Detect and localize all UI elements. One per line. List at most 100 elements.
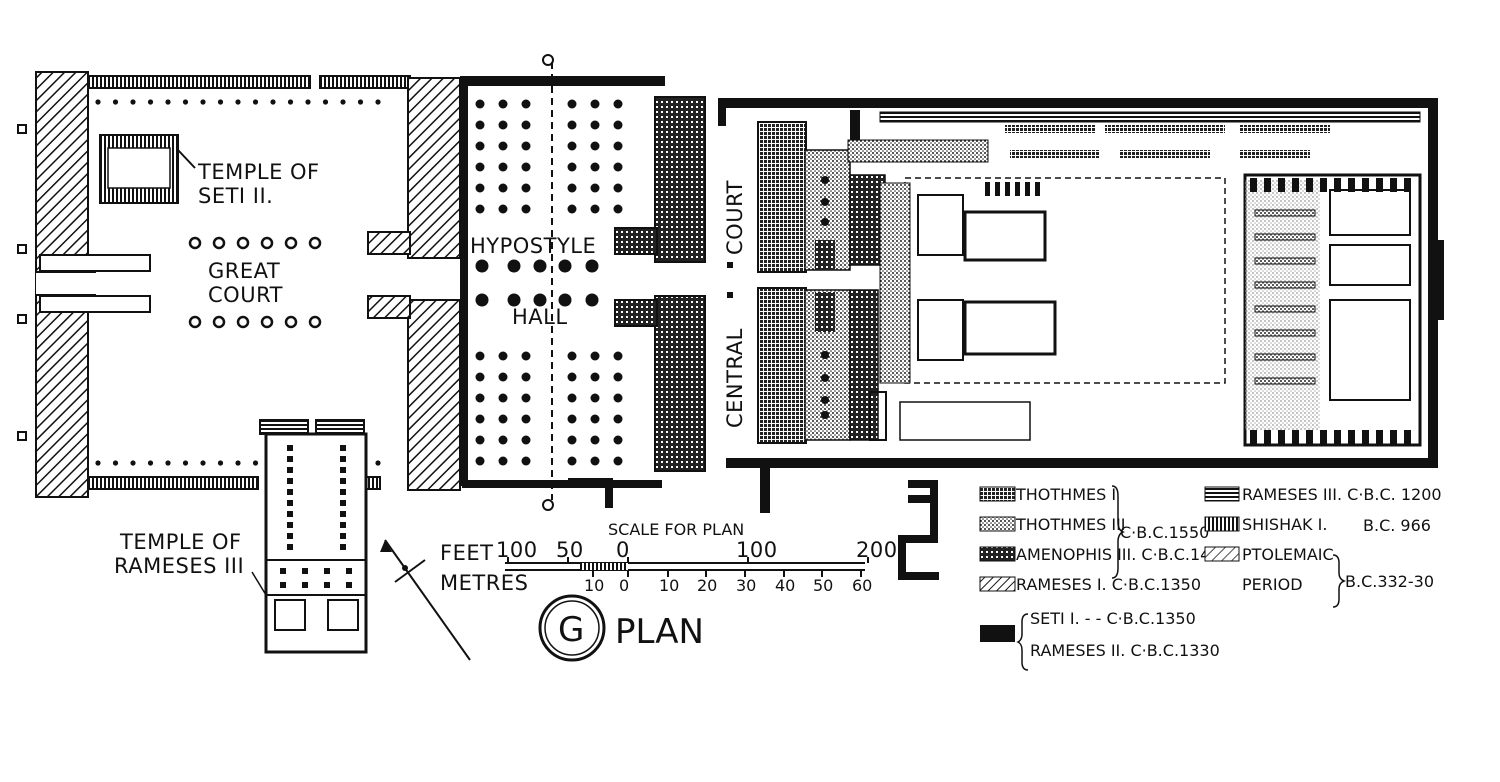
avenue-column bbox=[284, 236, 298, 250]
legend-entry: AMENOPHIS III. C·B.C.1450 bbox=[1016, 545, 1231, 564]
east-wall-segment bbox=[1254, 377, 1316, 385]
east-pillar bbox=[1362, 178, 1369, 192]
east-pillar bbox=[1376, 430, 1383, 444]
rameses-iii-columns bbox=[280, 445, 352, 588]
hypostyle-column bbox=[475, 393, 485, 403]
hypostyle-column bbox=[567, 351, 577, 361]
colonnade-column bbox=[252, 99, 259, 105]
hypostyle-column bbox=[521, 120, 531, 130]
avenue-column bbox=[236, 236, 250, 250]
r3-column bbox=[287, 533, 293, 539]
east-pillar bbox=[1005, 182, 1010, 196]
east-pillar bbox=[1404, 430, 1411, 444]
hypostyle-column bbox=[521, 183, 531, 193]
east-pillar bbox=[1035, 182, 1040, 196]
hypostyle-columns bbox=[475, 99, 623, 466]
avenue-column bbox=[188, 315, 202, 329]
hypostyle-column bbox=[613, 372, 623, 382]
r3-column bbox=[287, 489, 293, 495]
east-pillar bbox=[1278, 178, 1285, 192]
scale-feet-tick-label: 0 bbox=[616, 538, 630, 562]
hypostyle-column bbox=[590, 204, 600, 214]
hypostyle-column bbox=[613, 435, 623, 445]
hypostyle-column bbox=[521, 435, 531, 445]
hypostyle-column bbox=[613, 351, 623, 361]
temple-seti-label-2: SETI II. bbox=[198, 184, 273, 208]
scale-metres-label: METRES bbox=[440, 571, 528, 595]
legend-entry: THOTHMES I bbox=[1015, 485, 1116, 504]
r3-column bbox=[324, 582, 330, 588]
great-court-label-1: GREAT bbox=[208, 259, 280, 283]
hypostyle-column bbox=[498, 204, 508, 214]
plan-badge: G PLAN bbox=[538, 594, 704, 662]
r3-column bbox=[287, 511, 293, 517]
hypostyle-column bbox=[613, 414, 623, 424]
legend-swatch bbox=[1204, 486, 1240, 502]
colonnade-column bbox=[235, 99, 241, 105]
hypostyle-column bbox=[475, 162, 485, 172]
hypostyle-column bbox=[613, 141, 623, 151]
colonnade-column bbox=[340, 99, 346, 105]
legend-entry: SHISHAK I. bbox=[1242, 515, 1327, 534]
east-pillar bbox=[1320, 178, 1327, 192]
great-column bbox=[533, 293, 547, 307]
legend-shishak-date: B.C. 966 bbox=[1363, 516, 1431, 535]
east-pillar bbox=[1404, 178, 1411, 192]
colonnade-column bbox=[95, 460, 101, 466]
r3-column bbox=[287, 500, 293, 506]
hypostyle-column bbox=[521, 99, 531, 109]
temple-rameses-label-1: TEMPLE OF bbox=[119, 530, 242, 554]
central-label: CENTRAL bbox=[723, 328, 747, 428]
colonnade-column bbox=[165, 99, 171, 105]
hypostyle-column bbox=[521, 141, 531, 151]
hypostyle-column bbox=[590, 162, 600, 172]
east-wall-segment bbox=[1254, 233, 1316, 241]
scale-feet-label: FEET bbox=[440, 541, 493, 565]
great-court-avenue-columns bbox=[188, 236, 322, 329]
hypostyle-column bbox=[590, 120, 600, 130]
avenue-column bbox=[212, 315, 226, 329]
hypostyle-column bbox=[590, 99, 600, 109]
hypostyle-column bbox=[475, 414, 485, 424]
hypostyle-column bbox=[521, 393, 531, 403]
scale-metre-tick-label: 60 bbox=[852, 576, 872, 595]
east-pillar bbox=[1292, 178, 1299, 192]
hypostyle-column bbox=[590, 414, 600, 424]
east-wall-segment bbox=[1254, 209, 1316, 217]
r3-column bbox=[340, 478, 346, 484]
hypostyle-column bbox=[567, 456, 577, 466]
east-pillar bbox=[1334, 430, 1341, 444]
hypostyle-column bbox=[498, 120, 508, 130]
hypostyle-column bbox=[567, 141, 577, 151]
r3-column bbox=[302, 568, 308, 574]
colonnade-column bbox=[112, 99, 119, 105]
colonnade-column bbox=[252, 460, 259, 466]
hypostyle-column bbox=[590, 456, 600, 466]
east-wall-segment bbox=[1254, 281, 1316, 289]
hypostyle-column bbox=[498, 414, 508, 424]
colonnade-column bbox=[217, 99, 224, 105]
colonnade-column bbox=[235, 460, 241, 466]
r3-column bbox=[280, 582, 286, 588]
colonnade-column bbox=[375, 99, 381, 105]
r3-column bbox=[287, 478, 293, 484]
east-pillar bbox=[1320, 430, 1327, 444]
east-column bbox=[821, 351, 829, 359]
east-pillar bbox=[1264, 178, 1271, 192]
east-temple bbox=[718, 98, 1444, 513]
scale-metre-tick-label: 40 bbox=[775, 576, 795, 595]
hypostyle-column bbox=[567, 414, 577, 424]
r3-column bbox=[287, 456, 293, 462]
hypostyle-column bbox=[567, 183, 577, 193]
scale-bar bbox=[505, 562, 865, 571]
scale-metre-tick-label: 20 bbox=[697, 576, 717, 595]
great-column bbox=[533, 259, 547, 273]
east-pillar bbox=[1250, 178, 1257, 192]
r3-column bbox=[287, 544, 293, 550]
r3-column bbox=[346, 568, 352, 574]
scale-feet-tick-label: 100 bbox=[736, 538, 778, 562]
hypostyle-column bbox=[567, 120, 577, 130]
hypostyle-column bbox=[590, 183, 600, 193]
colonnade-column bbox=[147, 99, 154, 105]
